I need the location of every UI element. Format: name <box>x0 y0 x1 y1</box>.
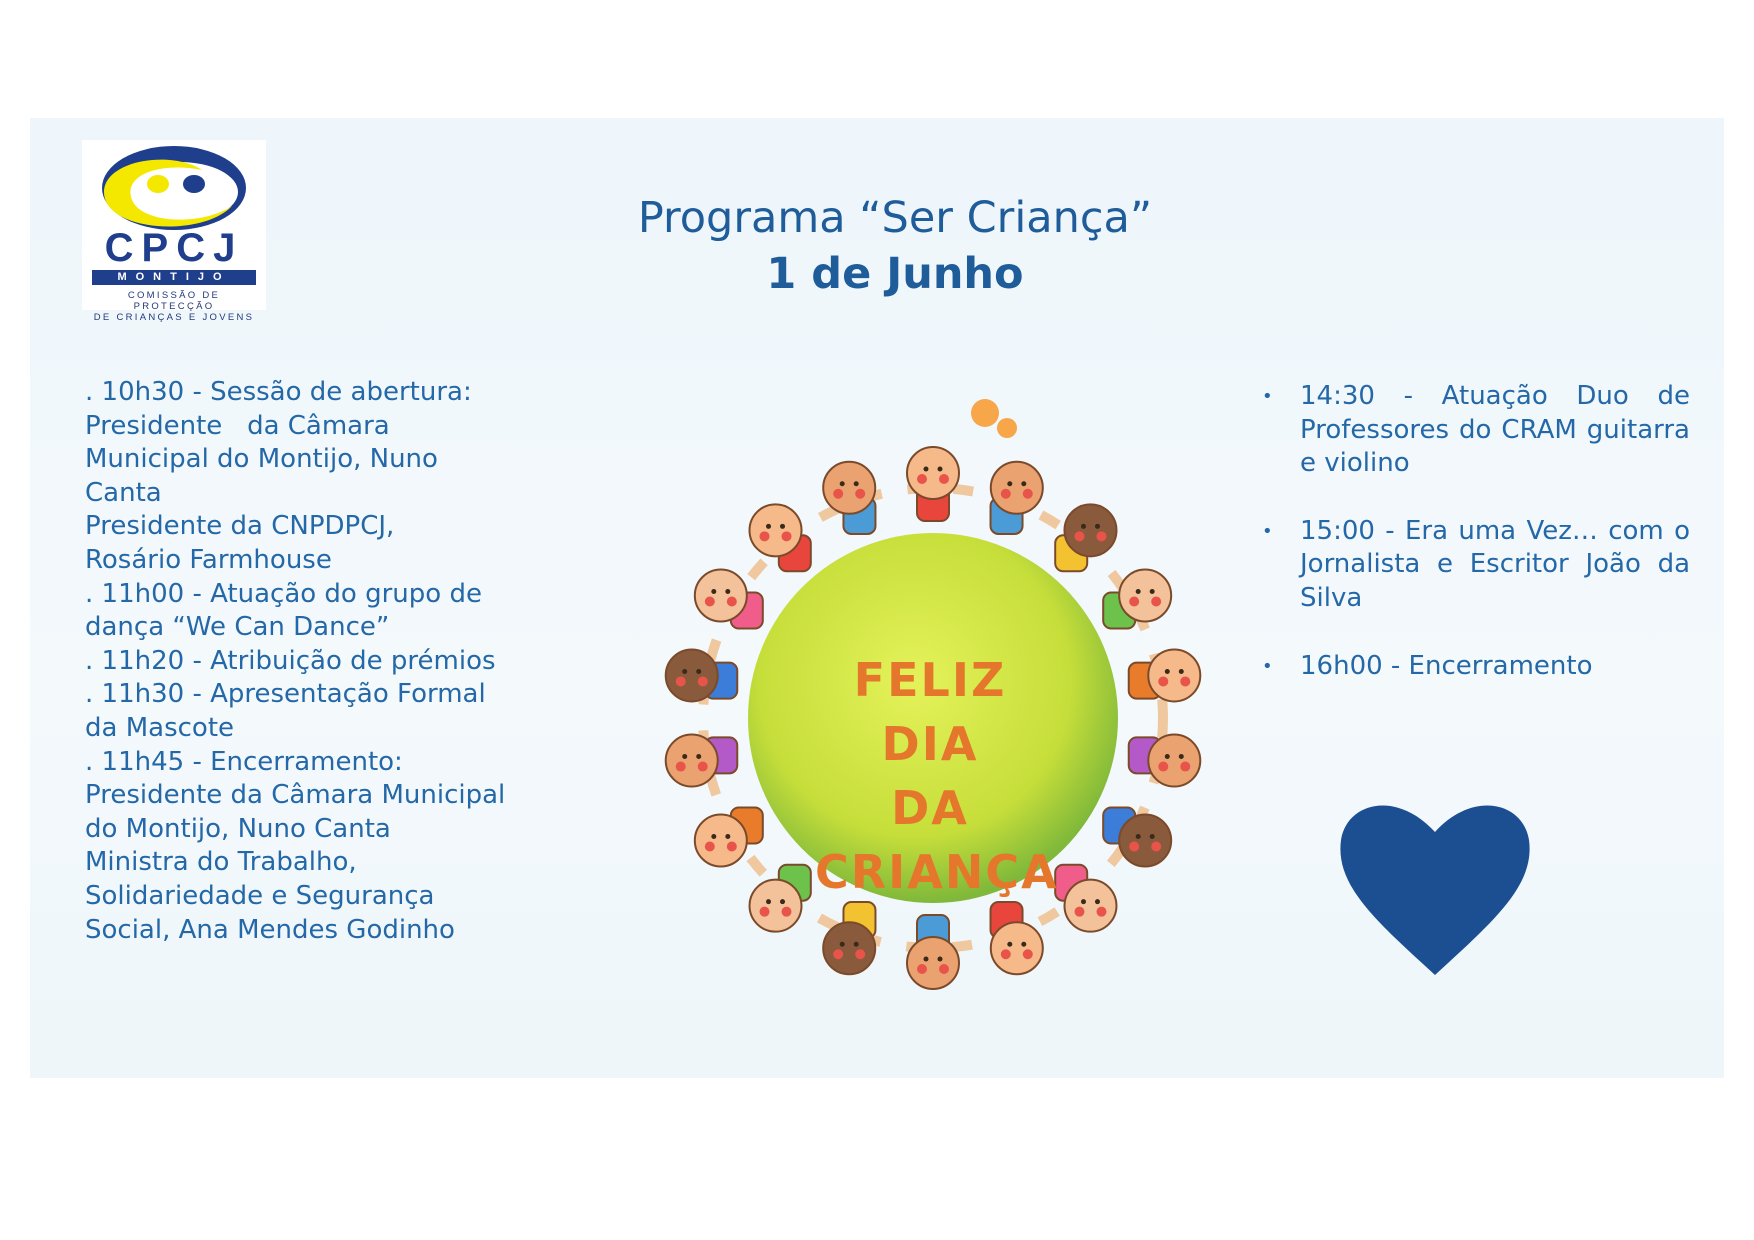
child-figure <box>748 503 812 573</box>
child-figure <box>693 568 764 630</box>
title-program: Programa “Ser Criança” <box>637 193 1153 243</box>
title-date: 1 de Junho <box>766 249 1024 299</box>
program-line: dança “We Can Dance” <box>85 612 390 643</box>
program-line: . 11h45 - Encerramento: <box>85 746 403 777</box>
child-figure <box>664 648 739 703</box>
greeting-line: DIA <box>881 717 979 771</box>
child-figure <box>1127 648 1202 703</box>
greeting-line: CRIANÇA <box>815 845 1059 899</box>
child-figure <box>1102 806 1173 868</box>
list-item-text: 15:00 - Era uma Vez… com o Jornalista e … <box>1300 515 1690 613</box>
child-figure <box>906 914 960 990</box>
list-item-text: 14:30 - Atuação Duo de Professores do CR… <box>1300 381 1690 479</box>
child-figure <box>989 460 1044 535</box>
program-line: Ministra do Trabalho, <box>85 847 357 878</box>
program-line: Social, Ana Mendes Godinho <box>85 914 455 945</box>
child-figure <box>1054 503 1118 573</box>
logo-subtitle: COMISSÃO DE PROTECÇÃO DE CRIANÇAS E JOVE… <box>86 290 262 323</box>
program-line: Rosário Farmhouse <box>85 544 332 575</box>
program-line: . 10h30 - Sessão de abertura: <box>85 377 472 407</box>
heart-icon <box>1340 805 1530 975</box>
children-globe-illustration: FELIZ DIA DA CRIANÇA <box>575 288 1215 998</box>
greeting-line: DA <box>891 781 969 835</box>
child-figure <box>1054 863 1118 933</box>
program-line: Presidente da CNPDPCJ, <box>85 511 395 542</box>
program-line: Presidente da Câmara <box>85 410 390 441</box>
program-line: . 11h00 - Atuação do grupo de <box>85 578 482 609</box>
list-item: • 15:00 - Era uma Vez… com o Jornalista … <box>1260 515 1690 616</box>
bullet: • <box>1262 655 1273 677</box>
child-figure <box>822 460 877 535</box>
program-line: Presidente da Câmara Municipal <box>85 780 506 811</box>
child-figure <box>664 733 739 788</box>
list-item-text: 16h00 - Encerramento <box>1300 650 1593 681</box>
cpcj-logo: CPCJ MONTIJO COMISSÃO DE PROTECÇÃO DE CR… <box>82 140 266 323</box>
child-figure <box>822 901 877 976</box>
program-line: . 11h20 - Atribuição de prémios <box>85 645 496 676</box>
page-title: Programa “Ser Criança” 1 de Junho <box>530 190 1260 302</box>
globe-greeting: FELIZ DIA DA CRIANÇA <box>815 648 1059 904</box>
bullet: • <box>1262 386 1273 407</box>
child-figure <box>1102 568 1173 630</box>
children-circle-icon <box>664 399 1202 990</box>
logo-subtitle-line2: DE CRIANÇAS E JOVENS <box>93 312 255 323</box>
morning-program: . 10h30 - Sessão de abertura: Presidente… <box>85 376 545 947</box>
program-line: Canta <box>85 477 162 508</box>
greeting-line: FELIZ <box>853 653 1007 707</box>
program-line: Solidariedade e Segurança <box>85 880 435 911</box>
child-figure <box>693 806 764 868</box>
logo-name: CPCJ <box>104 226 244 270</box>
program-line: . 11h30 - Apresentação Formal <box>85 679 486 710</box>
poster: CPCJ MONTIJO COMISSÃO DE PROTECÇÃO DE CR… <box>30 118 1724 1078</box>
cpcj-emblem-icon <box>102 146 246 230</box>
program-line: do Montijo, Nuno Canta <box>85 813 391 844</box>
child-figure <box>748 863 812 933</box>
afternoon-program: • 14:30 - Atuação Duo de Professores do … <box>1260 380 1690 717</box>
program-line: da Mascote <box>85 712 235 743</box>
logo-place: MONTIJO <box>92 270 256 285</box>
list-item: • 14:30 - Atuação Duo de Professores do … <box>1260 380 1690 481</box>
child-figure <box>906 446 960 522</box>
logo-subtitle-line1: COMISSÃO DE PROTECÇÃO <box>127 290 221 312</box>
child-figure <box>1127 733 1202 788</box>
list-item: • 16h00 - Encerramento <box>1260 650 1690 684</box>
program-line: Municipal do Montijo, Nuno <box>85 444 438 475</box>
child-figure <box>989 901 1044 976</box>
bullet: • <box>1262 520 1273 542</box>
